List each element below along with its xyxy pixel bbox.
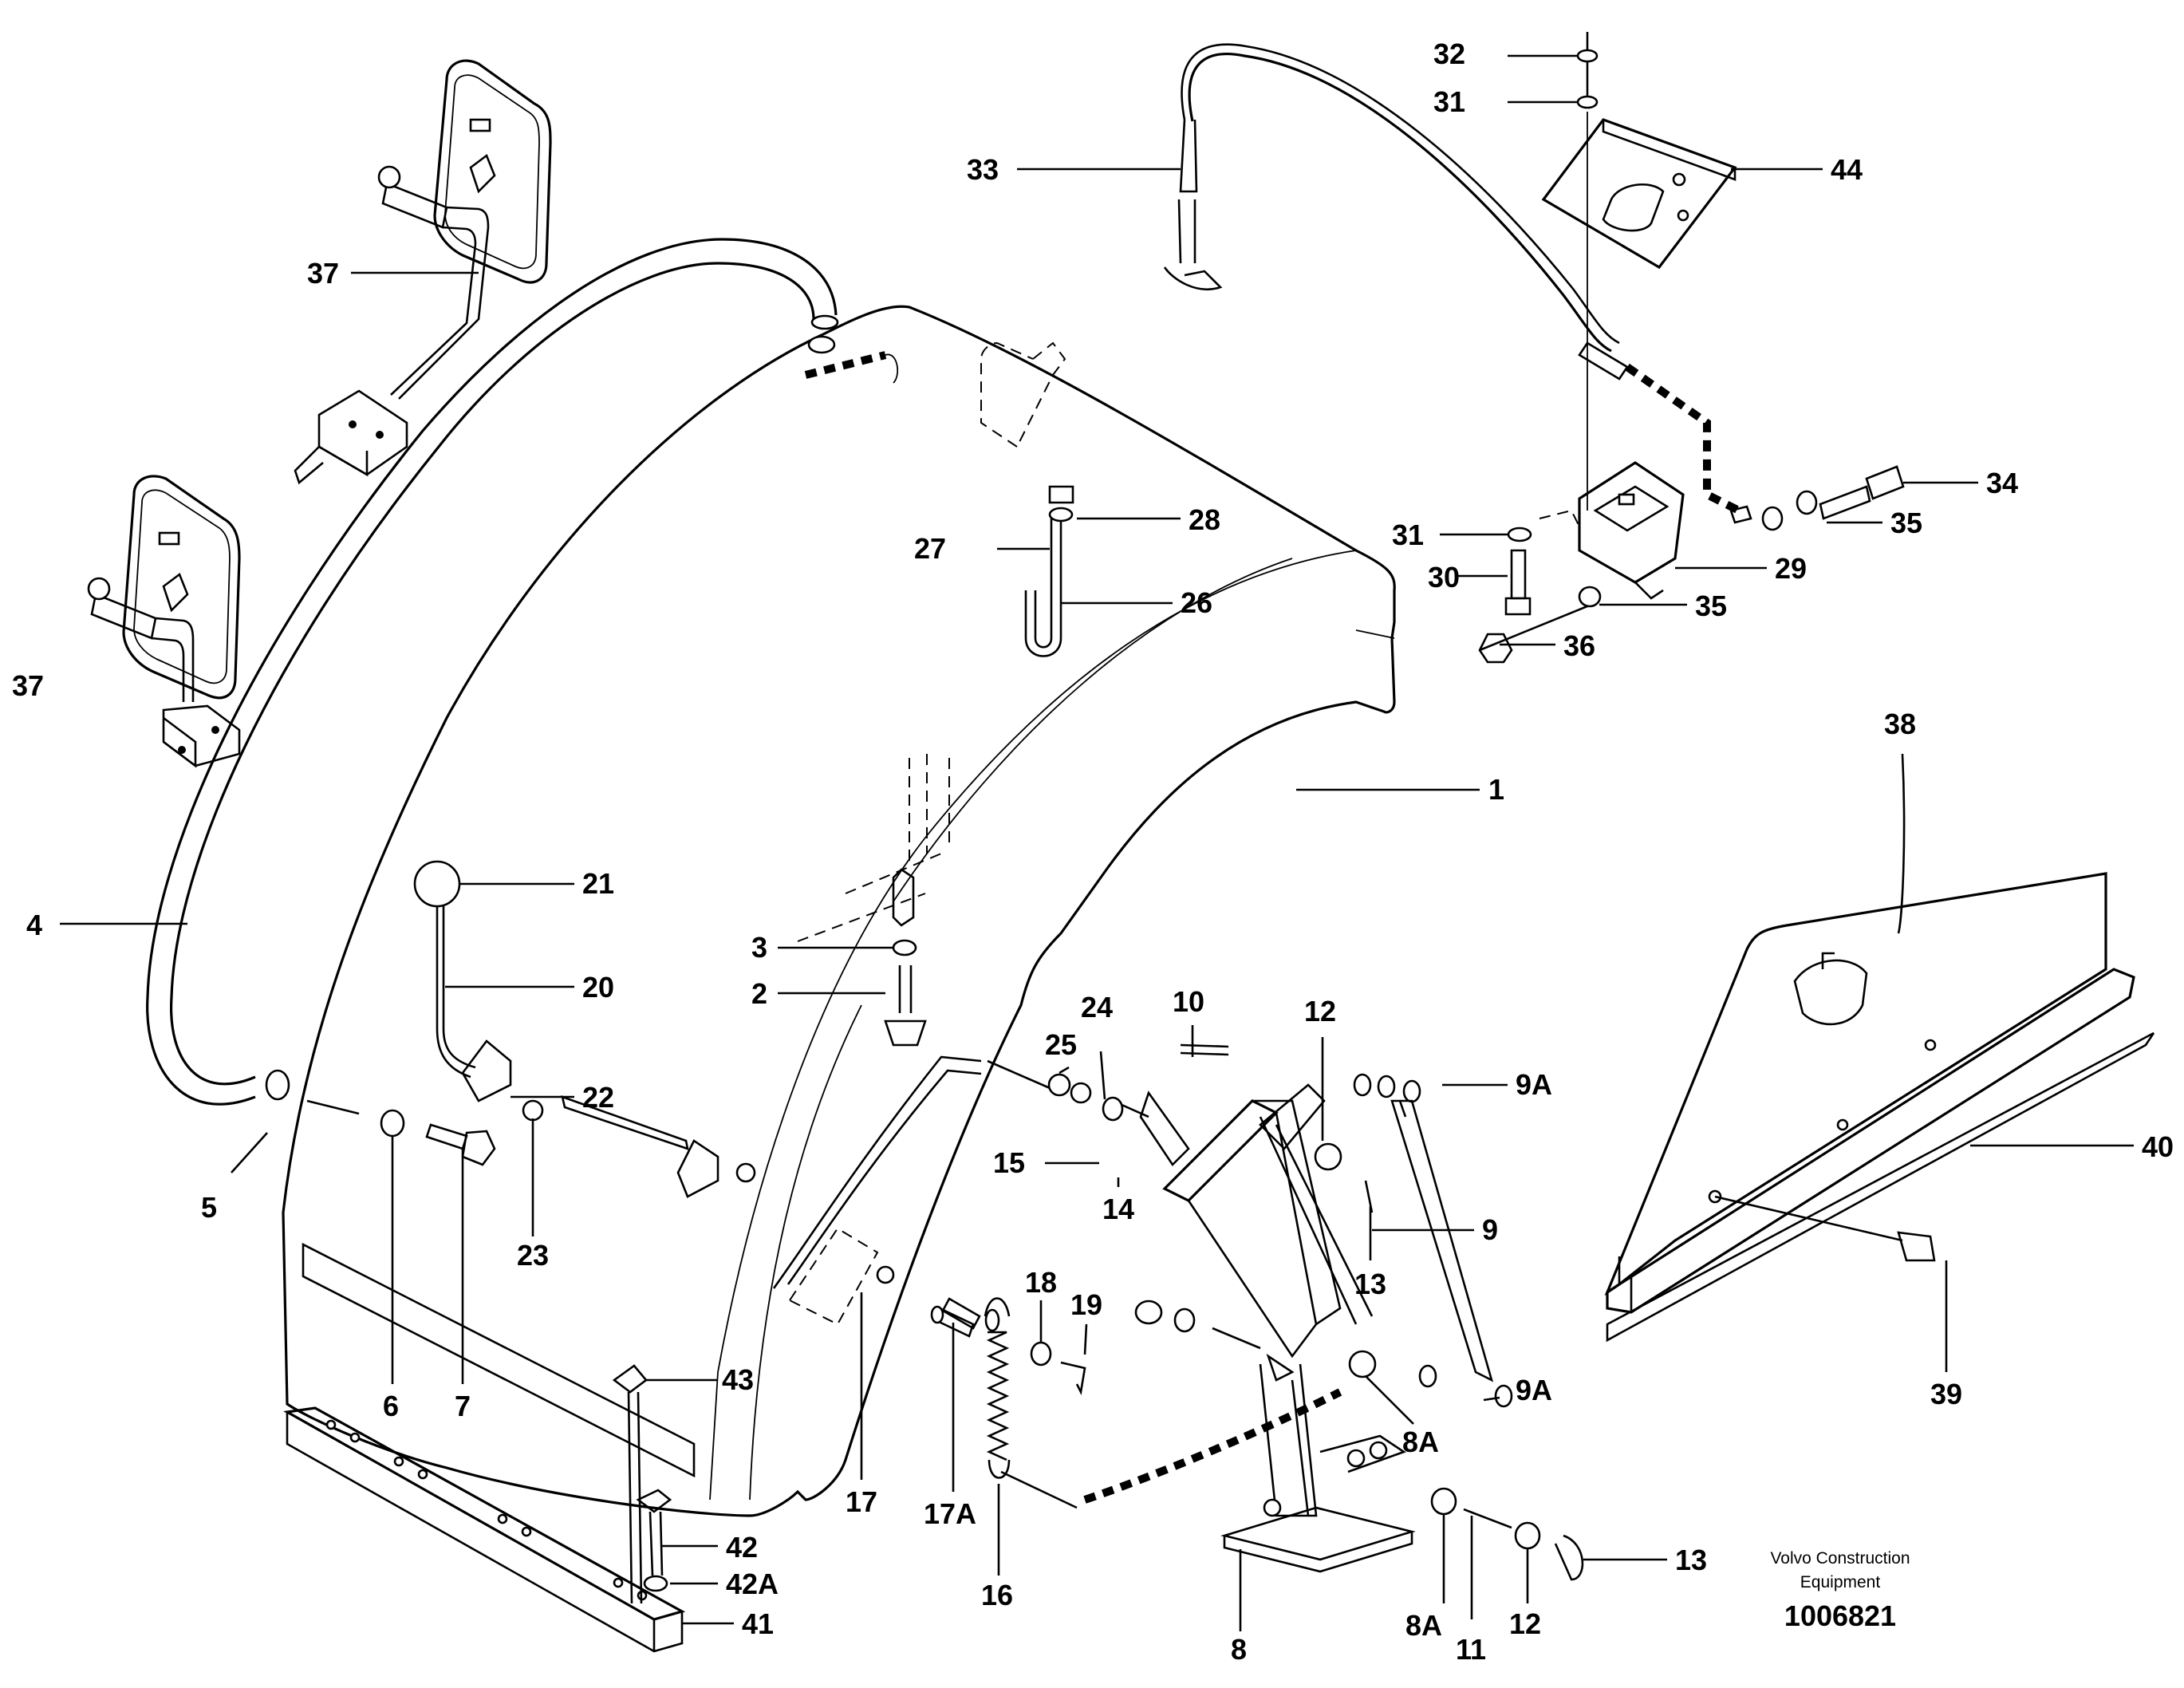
brand-line-1: Volvo Construction <box>1770 1549 1910 1568</box>
callout-44: 44 <box>1831 153 1863 186</box>
callout-4: 4 <box>26 909 42 941</box>
bolt-set-left <box>306 1099 496 1166</box>
crossbar <box>283 1364 686 1653</box>
u-bolt <box>980 341 1074 657</box>
callout-17A: 17A <box>924 1497 976 1530</box>
leader-lines <box>60 54 2134 1631</box>
fender <box>282 305 1396 1517</box>
callout-36: 36 <box>1563 629 1595 662</box>
callout-9: 9 <box>1482 1213 1498 1246</box>
callout-21: 21 <box>582 867 614 900</box>
callout-10: 10 <box>1173 985 1204 1018</box>
callout-32: 32 <box>1433 37 1465 70</box>
callout-33: 33 <box>967 153 999 186</box>
callout-17: 17 <box>846 1485 877 1518</box>
callout-12-upper: 12 <box>1304 995 1336 1027</box>
callout-labels: 32 31 33 44 37 37 28 27 26 34 35 31 30 2… <box>12 37 2174 1666</box>
spring <box>930 1297 1086 1509</box>
callout-1: 1 <box>1488 773 1504 806</box>
side-guard <box>1604 872 2155 1343</box>
callout-35-upper: 35 <box>1890 507 1922 539</box>
callout-41: 41 <box>742 1607 774 1640</box>
callout-42: 42 <box>726 1531 758 1564</box>
publisher-block: Volvo Construction Equipment 1006821 <box>1770 1549 1910 1632</box>
latch-bracket <box>1478 32 1905 664</box>
callout-37-upper: 37 <box>307 257 339 290</box>
callout-42A: 42A <box>726 1568 779 1600</box>
callout-31-lower: 31 <box>1392 519 1424 551</box>
callout-9A-upper: 9A <box>1516 1068 1552 1101</box>
callout-26: 26 <box>1181 586 1212 619</box>
callout-9A-lower: 9A <box>1516 1374 1552 1406</box>
callout-8A-lower: 8A <box>1405 1609 1442 1642</box>
callout-13-upper: 13 <box>1354 1268 1386 1300</box>
mirror-lower <box>87 475 241 768</box>
callout-20: 20 <box>582 971 614 1004</box>
callout-35-lower: 35 <box>1695 590 1727 622</box>
callout-2: 2 <box>751 977 767 1010</box>
callout-18: 18 <box>1025 1266 1057 1299</box>
brand-line-2: Equipment <box>1800 1573 1881 1591</box>
callout-27: 27 <box>914 532 946 565</box>
callout-37-lower: 37 <box>12 669 44 702</box>
callout-13-lower: 13 <box>1675 1544 1707 1576</box>
callout-43: 43 <box>722 1363 754 1396</box>
callout-34: 34 <box>1986 467 2018 499</box>
callout-15: 15 <box>993 1146 1025 1179</box>
callout-8A-upper: 8A <box>1402 1426 1439 1458</box>
callout-24: 24 <box>1081 991 1113 1023</box>
callout-19: 19 <box>1070 1288 1102 1321</box>
callout-29: 29 <box>1775 552 1807 585</box>
callout-16: 16 <box>981 1579 1013 1611</box>
callout-8: 8 <box>1231 1633 1247 1666</box>
callout-12-lower: 12 <box>1509 1607 1541 1640</box>
document-number: 1006821 <box>1784 1599 1896 1632</box>
mirror-upper <box>294 59 552 485</box>
release-cable <box>1163 43 1741 515</box>
hose <box>146 238 899 1106</box>
hinge-assembly <box>772 1043 1584 1581</box>
stud-bolt <box>797 754 950 1047</box>
callout-28: 28 <box>1189 503 1220 536</box>
callout-22: 22 <box>582 1081 614 1114</box>
callout-31: 31 <box>1433 85 1465 118</box>
callout-11: 11 <box>1456 1633 1486 1666</box>
handle-rod <box>413 860 756 1198</box>
callout-38: 38 <box>1884 708 1916 740</box>
callout-7: 7 <box>455 1390 471 1422</box>
callout-14: 14 <box>1102 1193 1134 1225</box>
callout-30: 30 <box>1428 561 1460 594</box>
callout-5: 5 <box>201 1191 217 1224</box>
callout-40: 40 <box>2142 1130 2174 1163</box>
callout-39: 39 <box>1930 1378 1962 1410</box>
callout-6: 6 <box>383 1390 399 1422</box>
callout-25: 25 <box>1045 1028 1077 1061</box>
callout-23: 23 <box>517 1239 549 1272</box>
callout-3: 3 <box>751 931 767 964</box>
